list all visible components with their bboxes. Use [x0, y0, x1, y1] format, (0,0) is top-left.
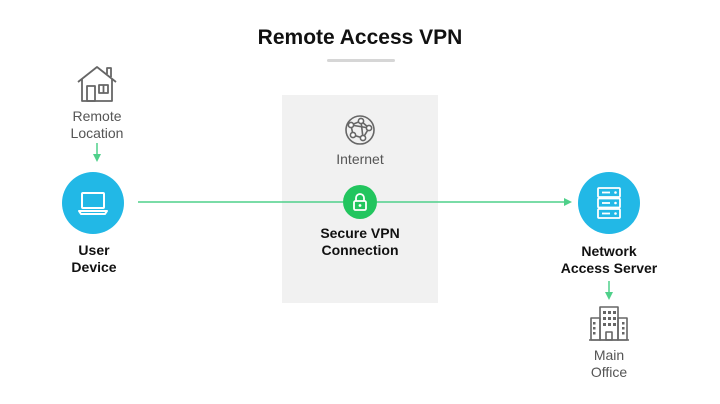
- user-device-label-line1: User: [78, 242, 110, 258]
- main-office-label: Main Office: [559, 347, 659, 381]
- user-device-label: User Device: [44, 242, 144, 276]
- network-globe-icon: [341, 111, 379, 149]
- user-device-label-line2: Device: [71, 259, 117, 275]
- nas-label-line2: Access Server: [560, 260, 658, 276]
- office-building-icon: [588, 305, 630, 343]
- vpn-label-line2: Connection: [321, 242, 399, 258]
- vpn-label-line1: Secure VPN: [320, 225, 400, 241]
- lock-icon: [353, 192, 367, 211]
- house-icon: [74, 64, 120, 104]
- server-icon: [597, 187, 621, 219]
- remote-location-label: Remote Location: [47, 108, 147, 142]
- user-device-node: [62, 172, 124, 234]
- main-office-label-line1: Main: [593, 347, 625, 363]
- diagram-title: Remote Access VPN: [257, 26, 463, 49]
- remote-location-label-line1: Remote: [72, 108, 122, 124]
- vpn-label: Secure VPN Connection: [290, 225, 430, 259]
- nas-label-line1: Network: [581, 243, 637, 259]
- network-access-server-node: [578, 172, 640, 234]
- remote-location-label-line2: Location: [70, 125, 124, 141]
- main-office-label-line2: Office: [590, 364, 628, 380]
- internet-label: Internet: [336, 151, 384, 167]
- laptop-icon: [78, 192, 108, 215]
- vpn-node: [343, 185, 377, 219]
- network-access-server-label: Network Access Server: [549, 243, 669, 277]
- title-underline: [327, 59, 395, 62]
